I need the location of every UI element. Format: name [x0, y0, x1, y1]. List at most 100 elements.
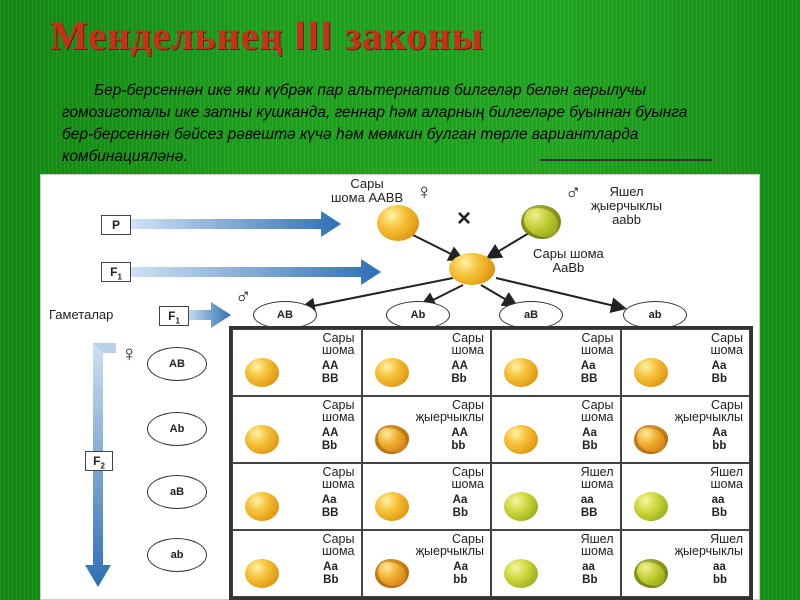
- male-parent-to-f1-line: [485, 232, 530, 260]
- pea-seed-icon: [504, 425, 538, 454]
- gametes-arrow: [186, 302, 231, 328]
- pea-seed-icon: [504, 358, 538, 387]
- male-parent-label: Яшел җыерчыклы aabb: [591, 184, 663, 227]
- pea-seed-icon: [633, 358, 668, 387]
- pea-seed-icon: [374, 358, 409, 387]
- gametes-f1-box: F1: [159, 306, 189, 326]
- title-roman-numeral: III: [294, 14, 334, 58]
- pea-seed-icon: [374, 425, 409, 454]
- female-symbol: ♀: [416, 179, 433, 204]
- f1-label: Сары шома AaBb: [533, 246, 604, 275]
- underline-divider: [540, 159, 712, 161]
- male-parent-seed: [521, 205, 561, 239]
- pea-seed-icon: [374, 559, 409, 588]
- female-gamete-Ab: Ab: [147, 412, 207, 446]
- f2-arrow-top: [93, 343, 116, 353]
- f1-to-gamete-aB-line: [480, 284, 519, 308]
- f1-to-gamete-AB-line: [299, 277, 454, 314]
- male-gamete-symbol: ♂: [235, 283, 252, 308]
- cross-symbol: ×: [457, 205, 472, 232]
- title-main: Мендельнең: [50, 13, 284, 58]
- pea-seed-icon: [504, 559, 538, 588]
- generation-f1-box: F1: [101, 262, 131, 282]
- male-gamete-Ab: Ab: [386, 301, 450, 329]
- f1-arrow: [131, 259, 381, 285]
- dihybrid-cross-diagram: P F1 Гаметалар F1 F2 Сары шома ААВВ ♀ × …: [40, 174, 760, 600]
- female-gamete-aB: aB: [147, 475, 207, 509]
- female-gamete-AB: AB: [147, 347, 207, 381]
- male-gamete-ab: ab: [623, 301, 687, 329]
- pea-seed-icon: [245, 559, 279, 588]
- pea-seed-icon: [633, 559, 668, 588]
- pea-seed-icon: [633, 492, 668, 521]
- pea-seed-icon: [245, 425, 279, 454]
- gametes-label: Гаметалар: [49, 307, 114, 322]
- male-gamete-aB: aB: [499, 301, 563, 329]
- pea-seed-icon: [633, 425, 668, 454]
- male-symbol: ♂: [565, 179, 582, 204]
- f1-to-gamete-ab-line: [495, 277, 627, 314]
- female-parent-label: Сары шома ААВВ: [331, 176, 404, 205]
- generation-f2-box: F2: [85, 451, 113, 471]
- title-rest: законы: [344, 13, 484, 58]
- pea-seed-icon: [245, 358, 279, 387]
- male-gamete-AB: AB: [253, 301, 317, 329]
- f1-seed: [449, 253, 495, 285]
- female-gamete-symbol: ♀: [121, 341, 138, 366]
- generation-p-box: P: [101, 215, 131, 235]
- pea-seed-icon: [504, 492, 538, 521]
- p-arrow: [131, 211, 341, 237]
- pea-seed-icon: [374, 492, 409, 521]
- slide-title: Мендельнең III законы: [50, 12, 484, 59]
- female-parent-seed: [377, 205, 419, 241]
- law-description: Бер-берсеннән ике яки күбрәк пар альтерн…: [62, 82, 688, 165]
- female-gamete-ab: ab: [147, 538, 207, 572]
- pea-seed-icon: [245, 492, 279, 521]
